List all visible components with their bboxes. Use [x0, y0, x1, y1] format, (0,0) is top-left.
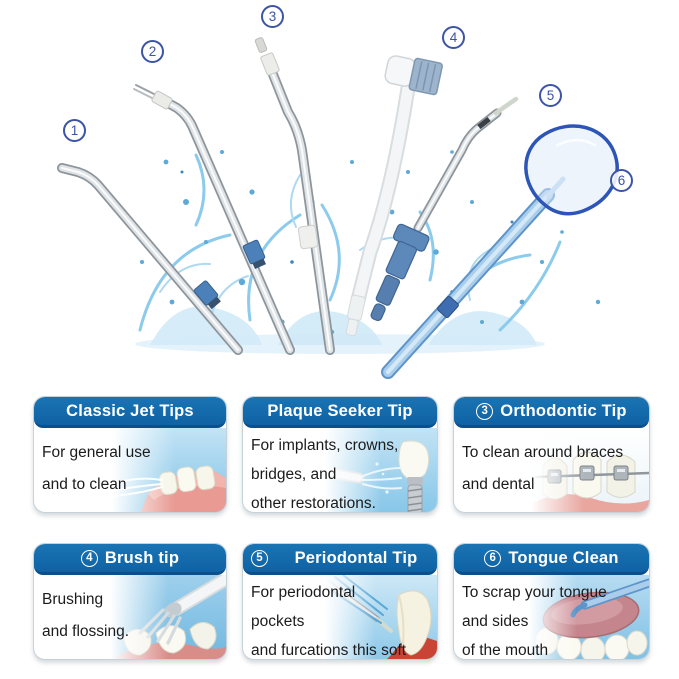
card-brush-tip: 4 Brush tip: [33, 543, 227, 660]
tongue-cleaner-tip: [381, 124, 619, 379]
card-title: Brush tip: [104, 548, 180, 567]
hero-section: 1 2 3 4 5 6: [57, 5, 633, 379]
card-text-line: and sides: [462, 613, 529, 630]
card-body: For implants, crowns, bridges, and other…: [243, 428, 437, 512]
card-text-line: Brushing: [42, 591, 104, 608]
blue-mount-base: [370, 223, 430, 322]
card-tongue-clean: 6 Tongue Clean: [453, 543, 650, 660]
card-periodontal-tip: 5 Periodontal Tip: [242, 543, 438, 660]
marker-4: 4: [442, 26, 465, 49]
brush-tip: [345, 55, 443, 337]
card-title: Classic Jet Tips: [66, 401, 194, 420]
card-header: 3 Orthodontic Tip: [454, 397, 649, 428]
teeth-water-jet-illustration: [112, 428, 226, 512]
card-text-line: For implants, crowns,: [251, 437, 399, 454]
card-text: To scrap your tongue and sides of the mo…: [454, 575, 649, 659]
marker-5: 5: [539, 84, 562, 107]
card-text-line: bridges, and: [251, 466, 337, 483]
card-text-line: other restorations.: [251, 495, 376, 512]
marker-6: 6: [610, 169, 633, 192]
card-title: Periodontal Tip: [294, 548, 418, 567]
card-text: For periodontal pockets and furcations t…: [243, 575, 437, 659]
card-body: For general use and to clean: [34, 428, 226, 512]
classic-jet-tip-3: [254, 37, 335, 355]
card-text-line: and furcations this soft: [251, 642, 407, 659]
card-body: To scrap your tongue and sides of the mo…: [454, 575, 649, 659]
card-body: For periodontal pockets and furcations t…: [243, 575, 437, 659]
card-text-line: of the mouth: [462, 642, 549, 659]
tip-description-cards: Classic Jet Tips: [33, 396, 650, 660]
card-text-line: and dental: [462, 476, 535, 493]
card-header: 6 Tongue Clean: [454, 544, 649, 575]
tongue-cleaner-on-tongue-illustration: [529, 575, 649, 659]
card-classic-jet-tips: Classic Jet Tips: [33, 396, 227, 513]
card-text-line: For general use: [42, 444, 151, 461]
card-orthodontic-tip: 3 Orthodontic Tip: [453, 396, 650, 513]
flosser-tips-illustration: [57, 37, 619, 379]
marker-2: 2: [141, 40, 164, 63]
number-badge: 5: [251, 549, 268, 567]
braces-on-teeth-illustration: [531, 428, 649, 512]
classic-jet-tip-2: [133, 84, 295, 355]
card-text: Brushing and flossing.: [34, 575, 226, 648]
card-text-line: pockets: [251, 613, 305, 630]
marker-3: 3: [261, 5, 284, 28]
marker-1: 1: [63, 119, 86, 142]
card-text: For implants, crowns, bridges, and other…: [243, 428, 437, 512]
periodontal-tip: [370, 96, 519, 322]
card-text: To clean around braces and dental: [454, 428, 649, 501]
card-text-line: and to clean: [42, 476, 127, 493]
card-header: 5 Periodontal Tip: [243, 544, 437, 575]
number-badge: 3: [476, 402, 494, 420]
card-header: Plaque Seeker Tip: [243, 397, 437, 428]
card-text-line: To scrap your tongue: [462, 584, 607, 601]
card-text: For general use and to clean: [34, 428, 226, 501]
implant-water-jet-illustration: [325, 428, 437, 512]
card-title: Plaque Seeker Tip: [267, 401, 413, 420]
brush-on-teeth-illustration: [110, 575, 226, 659]
card-body: To clean around braces and dental: [454, 428, 649, 512]
card-title: Orthodontic Tip: [500, 401, 627, 420]
card-text-line: and flossing.: [42, 623, 130, 640]
card-body: Brushing and flossing.: [34, 575, 226, 659]
card-text-line: For periodontal: [251, 584, 356, 601]
card-plaque-seeker-tip: Plaque Seeker Tip: [242, 396, 438, 513]
periodontal-tip-on-tooth-illustration: [325, 575, 437, 659]
card-title: Tongue Clean: [508, 548, 619, 567]
number-badge: 6: [484, 549, 502, 567]
number-badge: 4: [80, 549, 98, 567]
card-header: Classic Jet Tips: [34, 397, 226, 428]
classic-jet-tip-1: [57, 163, 243, 355]
card-text-line: To clean around braces: [462, 444, 624, 461]
card-header: 4 Brush tip: [34, 544, 226, 575]
